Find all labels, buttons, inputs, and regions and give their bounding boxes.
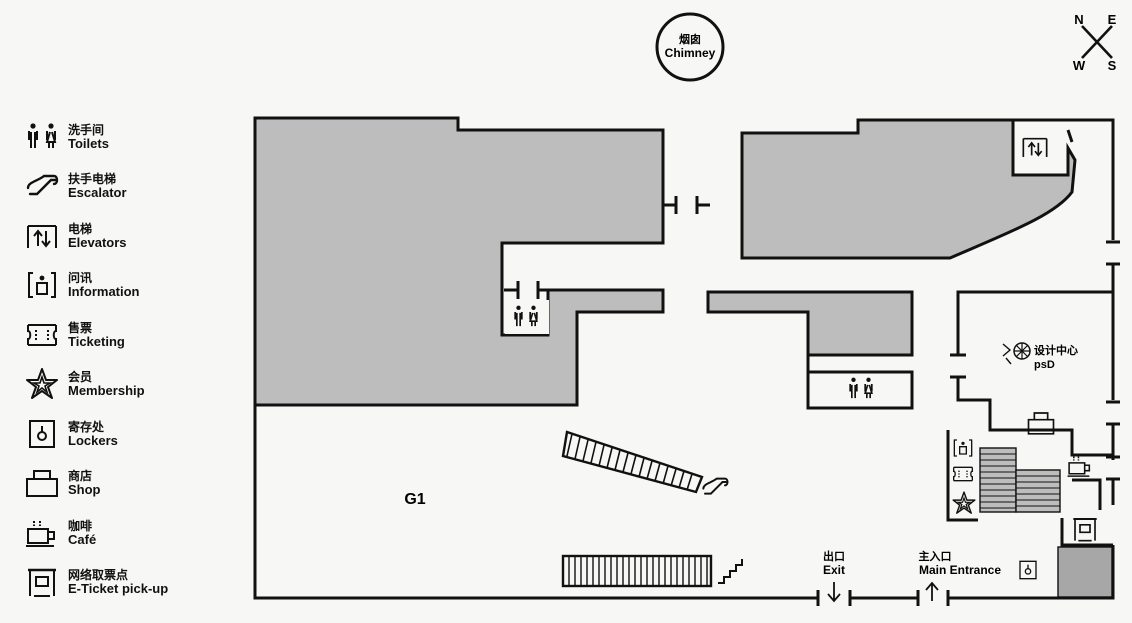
membership-star-icon — [953, 492, 975, 513]
compass-rose: N E W S — [1073, 12, 1117, 73]
legend-label-en: Escalator — [68, 185, 127, 201]
building-block-west — [253, 116, 665, 407]
chimney-label-zh: 烟囱 — [679, 32, 701, 46]
legend-label-en: Shop — [68, 482, 101, 498]
toilet-room-west — [505, 300, 549, 334]
stairs-icon — [718, 559, 743, 584]
entrance-label-en: Main Entrance — [919, 563, 1001, 577]
legend-label-en: Membership — [68, 383, 145, 399]
legend-label-zh: 问讯 — [68, 271, 93, 286]
ticketing-icon — [954, 467, 973, 480]
information-icon — [954, 440, 971, 456]
legend-label-en: Information — [68, 284, 140, 300]
legend-label-zh: 售票 — [68, 320, 93, 335]
eticket-kiosk-block — [1057, 546, 1113, 598]
toilet-room-east — [806, 370, 914, 410]
main-entrance-marker: 主入口 Main Entrance — [919, 549, 1001, 601]
design-center-label-en: psD — [1034, 359, 1055, 371]
doorways — [504, 196, 1120, 606]
legend-item-eticket: 网络取票点 E-Ticket pick-up — [24, 558, 224, 608]
entrance-label-zh: 主入口 — [919, 549, 952, 563]
legend-item-information: 问讯 Information — [24, 261, 224, 311]
legend-label-zh: 会员 — [68, 370, 93, 385]
eticket-icon — [1073, 519, 1096, 541]
legend-label-en: E-Ticket pick-up — [68, 581, 169, 597]
escalator-icon — [703, 479, 727, 494]
legend-label-zh: 扶手电梯 — [68, 172, 117, 187]
legend-label-zh: 寄存处 — [68, 419, 105, 434]
legend-item-lockers: 寄存处 Lockers — [24, 409, 224, 459]
legend-label-zh: 网络取票点 — [68, 568, 129, 583]
legend-label-zh: 咖啡 — [68, 518, 93, 533]
compass-east: E — [1108, 12, 1117, 27]
legend-label-en: Lockers — [68, 432, 118, 448]
legend-item-escalator: 扶手电梯 Escalator — [24, 162, 224, 212]
legend-item-ticketing: 售票 Ticketing — [24, 310, 224, 360]
design-center-marker: 设计中心 psD — [1002, 342, 1078, 371]
legend-label-zh: 洗手间 — [68, 122, 105, 137]
legend-label-en: Toilets — [68, 135, 109, 151]
lockers-icon — [1020, 561, 1036, 578]
legend-label-zh: 电梯 — [68, 221, 93, 236]
legend-item-shop: 商店 Shop — [24, 459, 224, 509]
staircase-east — [979, 447, 1061, 513]
legend-label-zh: 商店 — [68, 469, 93, 484]
outer-walls — [253, 118, 1115, 600]
map-legend: 洗手间 Toilets 扶手电梯 Escalator 电梯 Elevators … — [24, 112, 224, 607]
compass-north: N — [1074, 12, 1083, 27]
chimney-label-en: Chimney — [665, 46, 716, 60]
legend-item-membership: 会员 Membership — [24, 360, 224, 410]
legend-label-en: Café — [68, 531, 97, 547]
design-center-label-zh: 设计中心 — [1034, 343, 1078, 357]
floor-label: G1 — [404, 491, 425, 508]
legend-item-cafe: 咖啡 Café — [24, 508, 224, 558]
escalator-ramp — [561, 430, 704, 494]
exit-arrow-icon — [827, 582, 841, 603]
legend-item-elevators: 电梯 Elevators — [24, 211, 224, 261]
building-block-central — [706, 290, 914, 357]
cafe-icon — [1068, 457, 1090, 476]
compass-south: S — [1108, 58, 1117, 73]
chimney-marker: 烟囱 Chimney — [655, 12, 725, 82]
exit-label-zh: 出口 — [823, 549, 845, 563]
legend-label-en: Elevators — [68, 234, 127, 250]
legend-item-toilets: 洗手间 Toilets — [24, 112, 224, 162]
entrance-arrow-icon — [925, 581, 939, 601]
staircase-bottom — [561, 554, 713, 588]
legend-label-en: Ticketing — [68, 333, 125, 349]
compass-west: W — [1073, 58, 1086, 73]
exit-label-en: Exit — [823, 563, 845, 577]
exit-marker: 出口 Exit — [823, 549, 845, 603]
